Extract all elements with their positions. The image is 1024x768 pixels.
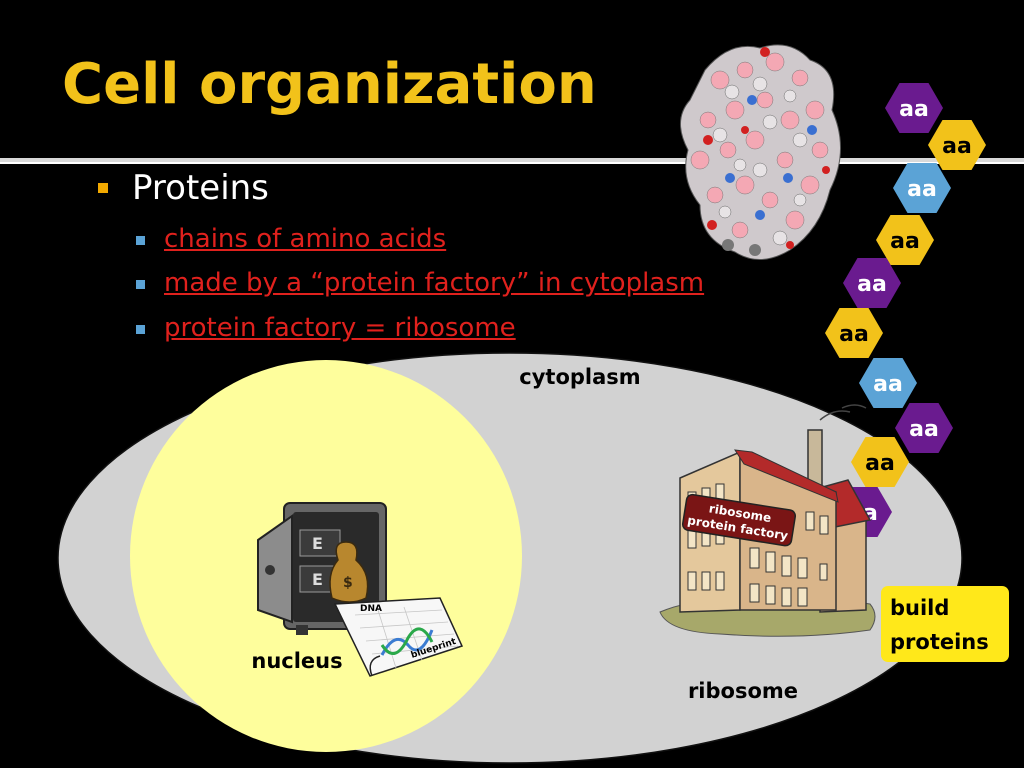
amino-acid-hexagon-shape [876, 215, 934, 265]
slide-title: Cell organization [62, 52, 597, 117]
amino-acid-label: aa [873, 372, 903, 397]
nucleus-label: nucleus [251, 649, 342, 673]
amino-acid-label: aa [890, 229, 920, 254]
amino-acid-label: aa [942, 134, 972, 159]
svg-text:E: E [312, 534, 323, 553]
bullet-marker [98, 183, 108, 193]
title-divider [0, 158, 1024, 162]
sub-bullet-link[interactable]: made by a “protein factory” in cytoplasm [164, 268, 705, 298]
note-line-2: proteins [890, 630, 989, 654]
svg-text:E: E [312, 570, 323, 589]
amino-acid-hexagon-shape [928, 120, 986, 170]
amino-acid-hexagon-shape [851, 437, 909, 487]
ribosome-label: ribosome [688, 679, 798, 703]
factory-sign: ribosome protein factory [681, 493, 797, 547]
amino-acid-hexagon: aa [885, 83, 943, 133]
amino-acid-hexagon: aa [876, 215, 934, 265]
ribosome-factory-illustration: ribosome protein factory [659, 404, 876, 637]
title-bar [0, 0, 1024, 158]
amino-acid-hexagon-shape [843, 258, 901, 308]
amino-acid-hexagon: aa [893, 163, 951, 213]
amino-acid-label: aa [857, 272, 887, 297]
note-box [881, 586, 1009, 662]
svg-text:$: $ [343, 575, 353, 591]
protein-molecule-illustration [680, 44, 841, 260]
amino-acid-label: aa [899, 97, 929, 122]
amino-acid-label: aa [865, 451, 895, 476]
sub-bullet-link[interactable]: chains of amino acids [164, 224, 447, 254]
amino-acid-hexagon: aa [825, 308, 883, 358]
amino-acid-chain: aa aa aa aa aa aa [825, 83, 986, 537]
amino-acid-hexagon-shape [859, 358, 917, 408]
amino-acid-hexagon: aa [859, 358, 917, 408]
title-divider-highlight [0, 162, 1024, 164]
amino-acid-hexagon-shape [893, 163, 951, 213]
dna-label: DNA [360, 604, 382, 614]
sub-bullet-marker [136, 236, 145, 245]
amino-acid-label: aa [909, 417, 939, 442]
cytoplasm-label: cytoplasm [519, 365, 640, 389]
amino-acid-label: aa [907, 177, 937, 202]
amino-acid-hexagon: aa [851, 437, 909, 487]
sub-bullet-marker [136, 280, 145, 289]
sub-bullet-marker [136, 325, 145, 334]
amino-acid-hexagon-shape [825, 308, 883, 358]
sub-bullet-link[interactable]: protein factory = ribosome [164, 313, 516, 343]
amino-acid-label: aa [839, 322, 869, 347]
amino-acid-hexagon-shape [895, 403, 953, 453]
bullet-text: Proteins [132, 168, 269, 208]
build-proteins-note: build proteins [881, 586, 1009, 662]
amino-acid-hexagon: aa [843, 258, 901, 308]
nucleus-safe-illustration: E E $ DNA blueprint [257, 502, 464, 677]
note-line-1: build [890, 596, 949, 620]
amino-acid-hexagon: aa [928, 120, 986, 170]
amino-acid-hexagon-shape [885, 83, 943, 133]
amino-acid-hexagon: aa [895, 403, 953, 453]
